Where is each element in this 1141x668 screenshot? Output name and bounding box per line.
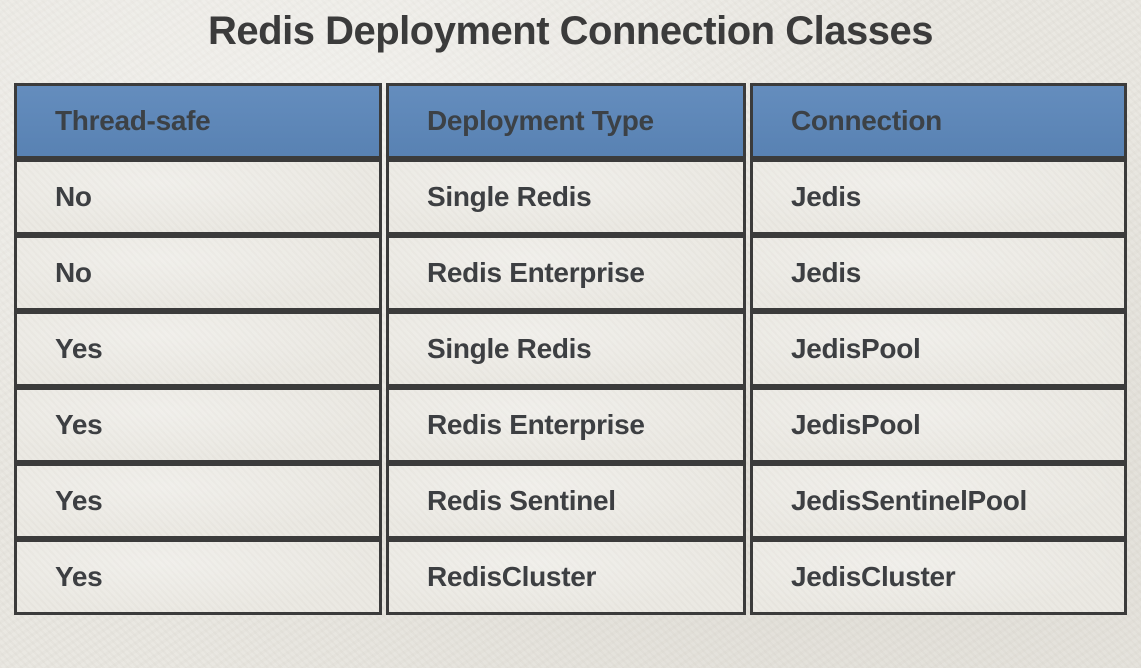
cell-connection: JedisPool (749, 387, 1127, 463)
cell-connection: Jedis (749, 159, 1127, 235)
cell-deployment-type: Redis Enterprise (385, 235, 746, 311)
table-row: No Redis Enterprise Jedis (14, 235, 1127, 311)
cell-connection: Jedis (749, 235, 1127, 311)
cell-deployment-type: Single Redis (385, 159, 746, 235)
cell-thread-safe: Yes (14, 387, 382, 463)
table-row: Yes Redis Sentinel JedisSentinelPool (14, 463, 1127, 539)
cell-thread-safe: No (14, 235, 382, 311)
cell-deployment-type: RedisCluster (385, 539, 746, 615)
cell-connection: JedisPool (749, 311, 1127, 387)
table-row: Yes Single Redis JedisPool (14, 311, 1127, 387)
column-header-connection: Connection (749, 83, 1127, 159)
cell-connection: JedisSentinelPool (749, 463, 1127, 539)
cell-thread-safe: Yes (14, 311, 382, 387)
table-body: No Single Redis Jedis No Redis Enterpris… (14, 159, 1127, 615)
table-row: Yes Redis Enterprise JedisPool (14, 387, 1127, 463)
cell-thread-safe: Yes (14, 539, 382, 615)
column-header-deployment-type: Deployment Type (385, 83, 746, 159)
connection-classes-table: Thread-safe Deployment Type Connection N… (10, 83, 1131, 615)
cell-connection: JedisCluster (749, 539, 1127, 615)
cell-deployment-type: Redis Enterprise (385, 387, 746, 463)
table-row: Yes RedisCluster JedisCluster (14, 539, 1127, 615)
page-title: Redis Deployment Connection Classes (208, 9, 933, 53)
column-header-thread-safe: Thread-safe (14, 83, 382, 159)
cell-thread-safe: No (14, 159, 382, 235)
cell-thread-safe: Yes (14, 463, 382, 539)
cell-deployment-type: Single Redis (385, 311, 746, 387)
cell-deployment-type: Redis Sentinel (385, 463, 746, 539)
table-row: No Single Redis Jedis (14, 159, 1127, 235)
table-header: Thread-safe Deployment Type Connection (14, 83, 1127, 159)
header-row: Thread-safe Deployment Type Connection (14, 83, 1127, 159)
